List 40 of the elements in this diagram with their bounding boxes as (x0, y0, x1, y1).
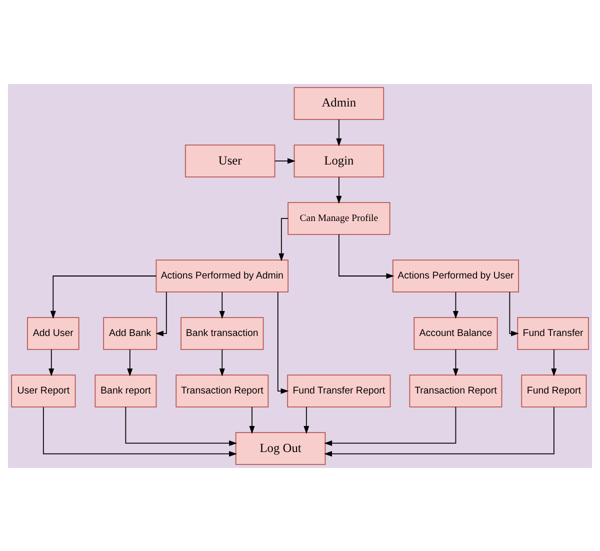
arrow (336, 176, 342, 204)
arrow (277, 291, 289, 394)
node-box: Fund Report (521, 374, 587, 407)
node-box: Transaction Report (176, 374, 269, 407)
arrow (274, 158, 296, 164)
arrow (452, 291, 459, 318)
node-box: Can Manage Profile (288, 202, 390, 234)
node-box: User (184, 144, 276, 177)
arrow (452, 348, 459, 376)
node-box: Log Out (235, 432, 326, 464)
arrow (50, 275, 157, 318)
arrow (324, 406, 554, 456)
node-box: Admin (294, 86, 384, 120)
arrow (249, 406, 255, 434)
node-box: Transaction Report (409, 374, 502, 407)
node-box: Fund Transfer Report (287, 374, 391, 407)
arrow (125, 406, 238, 446)
node-box: Bank transaction (180, 316, 264, 350)
arrow (336, 118, 342, 146)
node-box: Login (294, 144, 384, 177)
node-box: Account Balance (414, 316, 498, 350)
arrow (42, 406, 237, 456)
arrow (156, 291, 167, 336)
arrow (127, 348, 133, 376)
node-box: Actions Performed by Admin (156, 259, 288, 292)
node-box: Bank report (94, 374, 157, 407)
arrow (324, 406, 456, 446)
node-box: Add Bank (103, 316, 158, 350)
arrow (338, 234, 394, 278)
node-box: Fund Transfer (517, 316, 589, 350)
arrow (551, 348, 557, 376)
arrow (219, 348, 225, 376)
arrow (48, 348, 54, 376)
arrow (509, 291, 519, 336)
arrow (278, 218, 288, 261)
arrow (304, 406, 310, 434)
node-box: Add User (27, 316, 80, 350)
node-box: User Report (11, 374, 76, 407)
node-box: Actions Performed by User (392, 259, 519, 292)
arrow (219, 291, 225, 318)
